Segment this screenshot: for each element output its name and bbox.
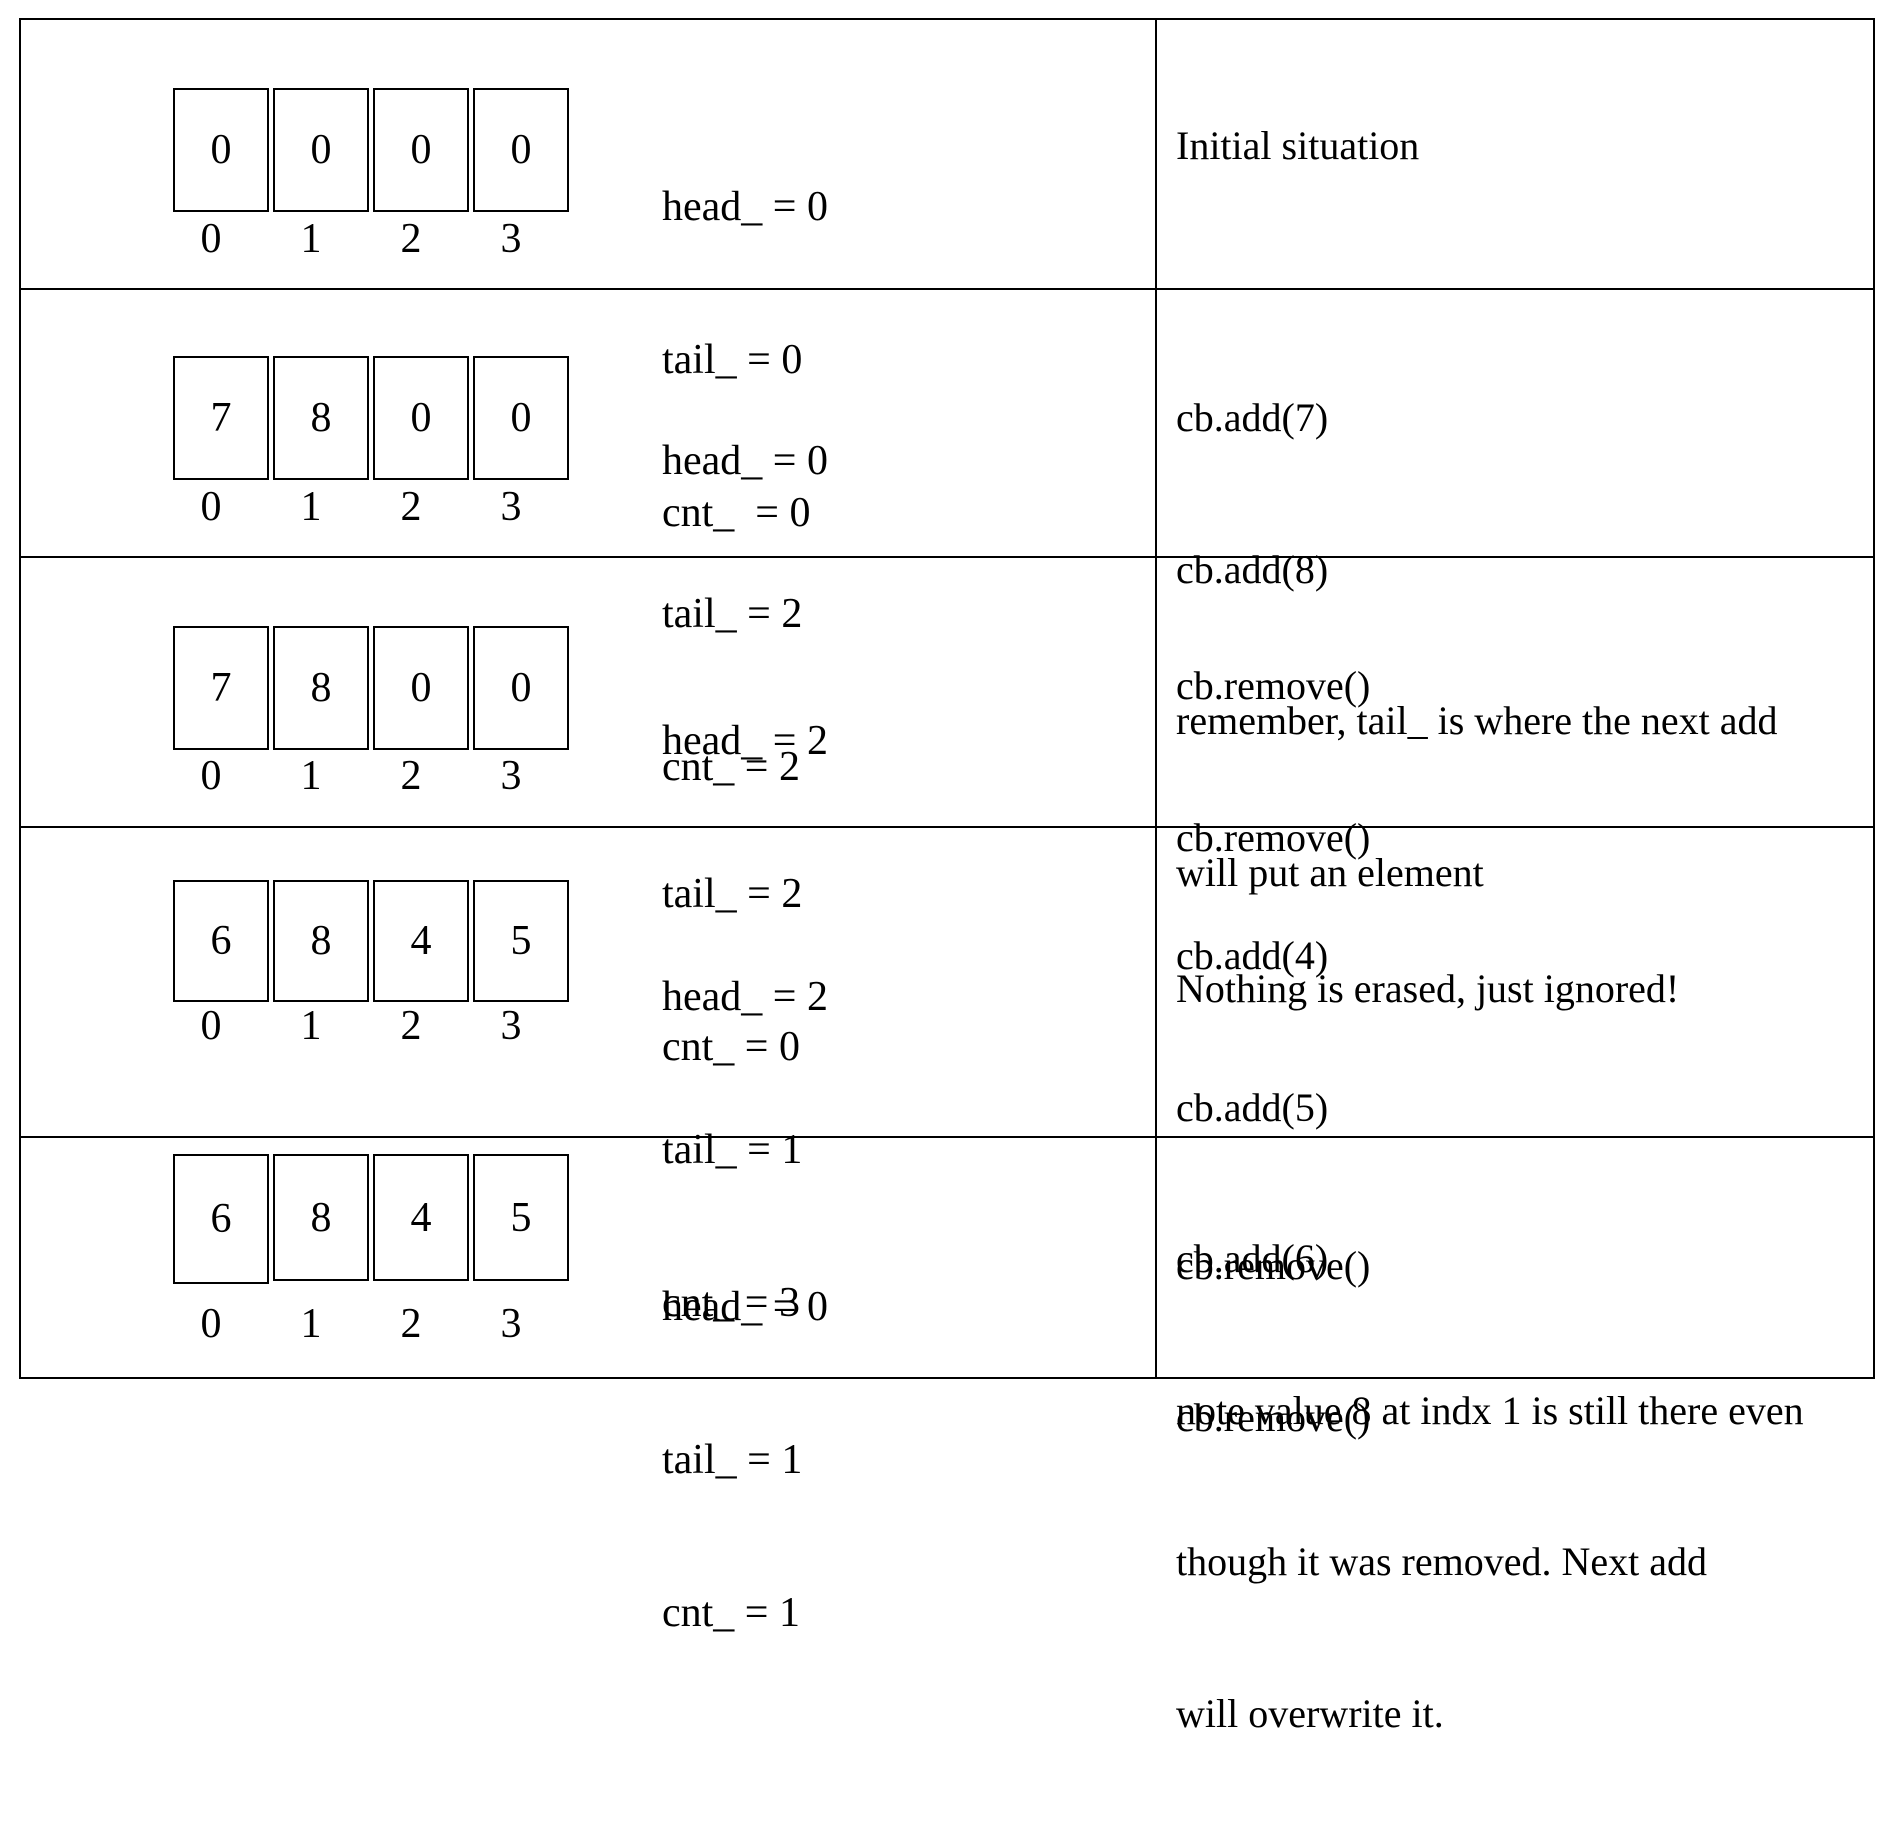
buffer-cell: 0 (373, 88, 469, 212)
table-row: 0 0 0 0 0 1 2 3 head_ = 0 tail_ = 0 cnt_… (21, 20, 1873, 536)
index-label: 0 (200, 1301, 222, 1347)
buffer-cell: 4 (373, 1154, 469, 1281)
table-row: 7 8 0 0 0 1 2 3 head_ = 0 tail_ = 2 cnt_… (21, 288, 1873, 895)
buffer-array: 7 8 0 0 (173, 626, 573, 750)
index-label: 3 (500, 216, 522, 262)
state-variables: head_ = 2 tail_ = 2 cnt_ = 0 (662, 614, 828, 1175)
buffer-cell: 0 (473, 356, 569, 480)
buffer-cell: 8 (273, 1154, 369, 1281)
description-line: remember, tail_ is where the next add (1176, 698, 1778, 743)
description-line: cb.add(5) (1176, 1084, 1329, 1130)
index-label: 1 (300, 753, 322, 799)
state-variables: head_ = 2 tail_ = 1 cnt_ = 3 (662, 870, 828, 1431)
description-line: cb.remove() (1176, 814, 1371, 860)
buffer-cell: 0 (373, 626, 469, 750)
buffer-cell: 0 (273, 88, 369, 212)
index-label: 1 (300, 1301, 322, 1347)
description-line: Nothing is erased, just ignored! (1176, 966, 1680, 1011)
buffer-cell: 7 (173, 626, 269, 750)
buffer-cell: 8 (273, 880, 369, 1002)
description-line: cb.remove() (1176, 1394, 1371, 1440)
tail-value: tail_ = 2 (662, 591, 803, 637)
index-label: 0 (200, 216, 222, 262)
head-value: head_ = 0 (662, 1284, 828, 1330)
index-label: 2 (400, 1003, 422, 1049)
description-line: Initial situation (1176, 123, 1420, 168)
index-label: 2 (400, 216, 422, 262)
buffer-state-table: 0 0 0 0 0 1 2 3 head_ = 0 tail_ = 0 cnt_… (19, 18, 1875, 1736)
description-line: cb.add(7) (1176, 395, 1329, 440)
index-label: 3 (500, 1003, 522, 1049)
index-label: 0 (200, 484, 222, 530)
head-value: head_ = 2 (662, 718, 828, 764)
table-row: 6 8 4 5 0 1 2 3 head_ = 0 tail_ = 1 cnt_… (21, 1136, 1873, 1636)
head-value: head_ = 0 (662, 438, 828, 484)
step-description: cb.add(7) cb.add(8) remember, tail_ is w… (1176, 292, 1778, 999)
count-value: cnt_ = 1 (662, 1590, 800, 1636)
description-line: will put an element (1176, 849, 1484, 895)
buffer-array: 6 8 4 5 (173, 880, 573, 1002)
buffer-cell: 6 (173, 880, 269, 1002)
head-value: head_ = 0 (662, 184, 828, 230)
table-row: 6 8 4 5 0 1 2 3 head_ = 2 tail_ = 1 cnt_… (21, 826, 1873, 1736)
index-label: 1 (300, 216, 322, 262)
description-line: cb.add(4) (1176, 933, 1329, 978)
index-label: 2 (400, 484, 422, 530)
state-variables: head_ = 0 tail_ = 2 cnt_ = 2 (662, 334, 828, 895)
buffer-cell: 8 (273, 626, 369, 750)
count-value: cnt_ = 0 (662, 490, 811, 536)
buffer-cell: 5 (473, 1154, 569, 1281)
tail-value: tail_ = 1 (662, 1127, 803, 1173)
tail-value: tail_ = 1 (662, 1437, 803, 1483)
buffer-cell: 0 (373, 356, 469, 480)
state-variables: head_ = 0 tail_ = 0 cnt_ = 0 (662, 80, 828, 641)
index-label: 2 (400, 753, 422, 799)
index-label: 0 (200, 1003, 222, 1049)
index-label: 3 (500, 753, 522, 799)
buffer-cell: 8 (273, 356, 369, 480)
description-line: cb.add(6) (1176, 1236, 1329, 1281)
count-value: cnt_ = 3 (662, 1280, 800, 1326)
description-line: cb.remove() (1176, 1243, 1371, 1288)
index-label: 3 (500, 484, 522, 530)
count-value: cnt_ = 2 (662, 744, 800, 790)
buffer-cell: 5 (473, 880, 569, 1002)
index-label: 0 (200, 753, 222, 799)
index-label: 1 (300, 484, 322, 530)
index-label: 3 (500, 1301, 522, 1347)
state-variables: head_ = 0 tail_ = 1 cnt_ = 1 (662, 1180, 828, 1741)
tail-value: tail_ = 0 (662, 337, 803, 383)
buffer-array: 0 0 0 0 (173, 88, 573, 212)
column-divider (1155, 20, 1157, 1377)
buffer-array: 7 8 0 0 (173, 356, 573, 480)
description-line: though it was removed. Next add (1176, 1539, 1707, 1584)
step-description: Initial situation (1176, 20, 1419, 273)
table-row: 7 8 0 0 0 1 2 3 head_ = 2 tail_ = 2 cnt_… (21, 556, 1873, 1070)
step-description: cb.remove() cb.remove() (1176, 1140, 1370, 1544)
buffer-cell: 7 (173, 356, 269, 480)
description-line: cb.remove() (1176, 663, 1371, 708)
buffer-cell: 0 (173, 88, 269, 212)
buffer-cell: 0 (473, 626, 569, 750)
tail-value: tail_ = 2 (662, 871, 803, 917)
index-label: 1 (300, 1003, 322, 1049)
buffer-cell: 6 (173, 1154, 269, 1284)
head-value: head_ = 2 (662, 974, 828, 1020)
step-description: cb.remove() cb.remove() Nothing is erase… (1176, 560, 1679, 1116)
description-line: cb.add(8) (1176, 546, 1329, 592)
count-value: cnt_ = 0 (662, 1024, 800, 1070)
description-line: will overwrite it. (1176, 1690, 1444, 1736)
buffer-cell: 0 (473, 88, 569, 212)
index-label: 2 (400, 1301, 422, 1347)
buffer-cell: 4 (373, 880, 469, 1002)
buffer-array: 6 8 4 5 (173, 1154, 573, 1284)
